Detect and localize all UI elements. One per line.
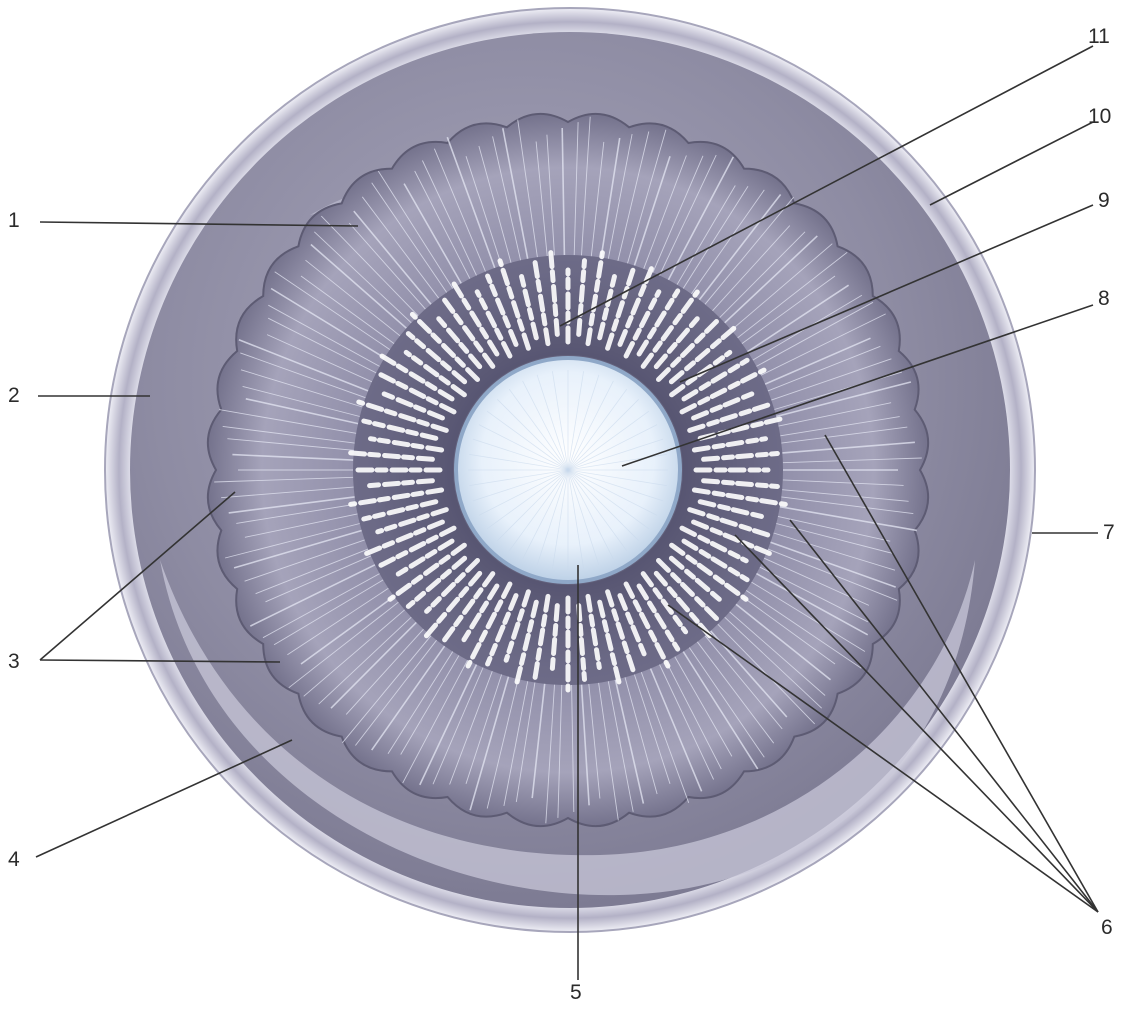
callout-3: 3 (8, 651, 20, 672)
callout-8: 8 (1098, 288, 1110, 309)
leader-10 (930, 122, 1093, 205)
callout-9: 9 (1098, 190, 1110, 211)
pupil-rays (468, 370, 668, 570)
callout-5: 5 (570, 982, 582, 1003)
callout-4: 4 (8, 849, 20, 870)
callout-6: 6 (1101, 917, 1113, 938)
callout-11: 11 (1088, 26, 1110, 47)
callout-2: 2 (8, 385, 20, 406)
callout-10: 10 (1088, 106, 1111, 127)
callout-7: 7 (1103, 522, 1115, 543)
callout-1: 1 (8, 210, 20, 231)
